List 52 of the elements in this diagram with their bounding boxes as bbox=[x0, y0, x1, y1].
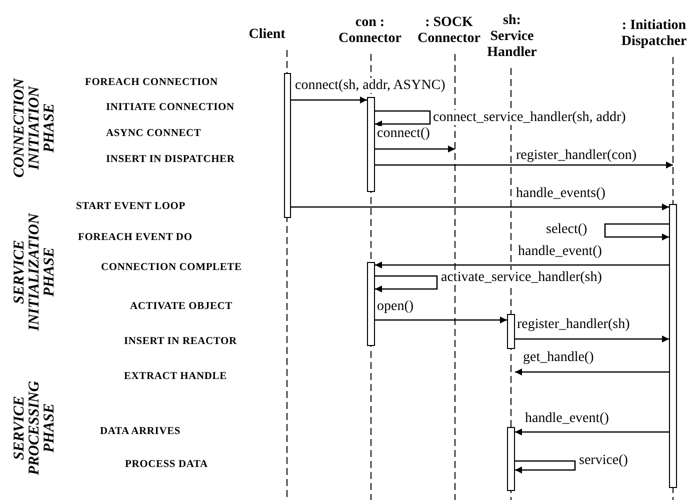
step-label: FOREACH CONNECTION bbox=[85, 77, 218, 88]
message-label: open() bbox=[376, 299, 415, 314]
message-arrow bbox=[515, 460, 576, 474]
message-arrow bbox=[515, 368, 669, 376]
message-arrow bbox=[291, 204, 669, 210]
lifeline-header: : SOCK Connector bbox=[412, 15, 486, 47]
message-arrow bbox=[604, 223, 669, 240]
step-label: START EVENT LOOP bbox=[76, 201, 186, 212]
lifeline-header: : Initiation Dispatcher bbox=[612, 18, 696, 50]
message-arrow bbox=[375, 275, 438, 292]
step-label: EXTRACT HANDLE bbox=[124, 371, 227, 382]
message-label: service() bbox=[578, 453, 629, 468]
activation-bar bbox=[284, 73, 291, 218]
message-arrow bbox=[375, 316, 507, 324]
message-arrow bbox=[515, 428, 669, 436]
phase-label: CONNECTION INITIATION PHASE bbox=[12, 77, 58, 180]
message-label: connect_service_handler(sh, addr) bbox=[432, 110, 627, 125]
message-label: handle_event() bbox=[517, 244, 603, 259]
message-label: register_handler(con) bbox=[515, 148, 638, 163]
message-arrow bbox=[375, 110, 431, 128]
step-label: CONNECTION COMPLETE bbox=[101, 262, 242, 273]
message-label: connect(sh, addr, ASYNC) bbox=[294, 78, 446, 93]
message-label: connect() bbox=[376, 126, 431, 141]
message-label: handle_events() bbox=[515, 186, 606, 201]
activation-bar bbox=[669, 204, 677, 488]
step-label: FOREACH EVENT DO bbox=[78, 232, 192, 243]
message-arrow bbox=[375, 146, 455, 152]
message-arrow bbox=[375, 162, 673, 168]
message-label: register_handler(sh) bbox=[516, 317, 631, 332]
message-label: handle_event() bbox=[524, 411, 610, 426]
phase-label: SERVICE INITIALIZATION PHASE bbox=[12, 212, 58, 333]
message-arrow bbox=[375, 262, 669, 268]
activation-bar bbox=[507, 314, 515, 349]
lifeline-header: Client bbox=[242, 27, 292, 43]
step-label: DATA ARRIVES bbox=[100, 426, 181, 437]
step-label: PROCESS DATA bbox=[125, 459, 208, 470]
message-arrow bbox=[291, 96, 367, 104]
activation-bar bbox=[367, 97, 375, 192]
step-label: INSERT IN REACTOR bbox=[124, 336, 237, 347]
step-label: ACTIVATE OBJECT bbox=[130, 301, 232, 312]
step-label: INSERT IN DISPATCHER bbox=[106, 154, 235, 165]
lifeline-header: con : Connector bbox=[330, 15, 410, 47]
message-label: activate_service_handler(sh) bbox=[440, 270, 603, 285]
message-label: select() bbox=[545, 222, 588, 237]
activation-bar bbox=[507, 427, 515, 491]
step-label: ASYNC CONNECT bbox=[106, 128, 202, 139]
activation-bar bbox=[367, 262, 375, 346]
message-arrow bbox=[515, 336, 669, 342]
phase-label: SERVICE PROCESSING PHASE bbox=[12, 380, 58, 478]
lifeline-header: sh: Service Handler bbox=[486, 13, 538, 61]
step-label: INITIATE CONNECTION bbox=[106, 102, 234, 113]
message-label: get_handle() bbox=[522, 350, 595, 365]
